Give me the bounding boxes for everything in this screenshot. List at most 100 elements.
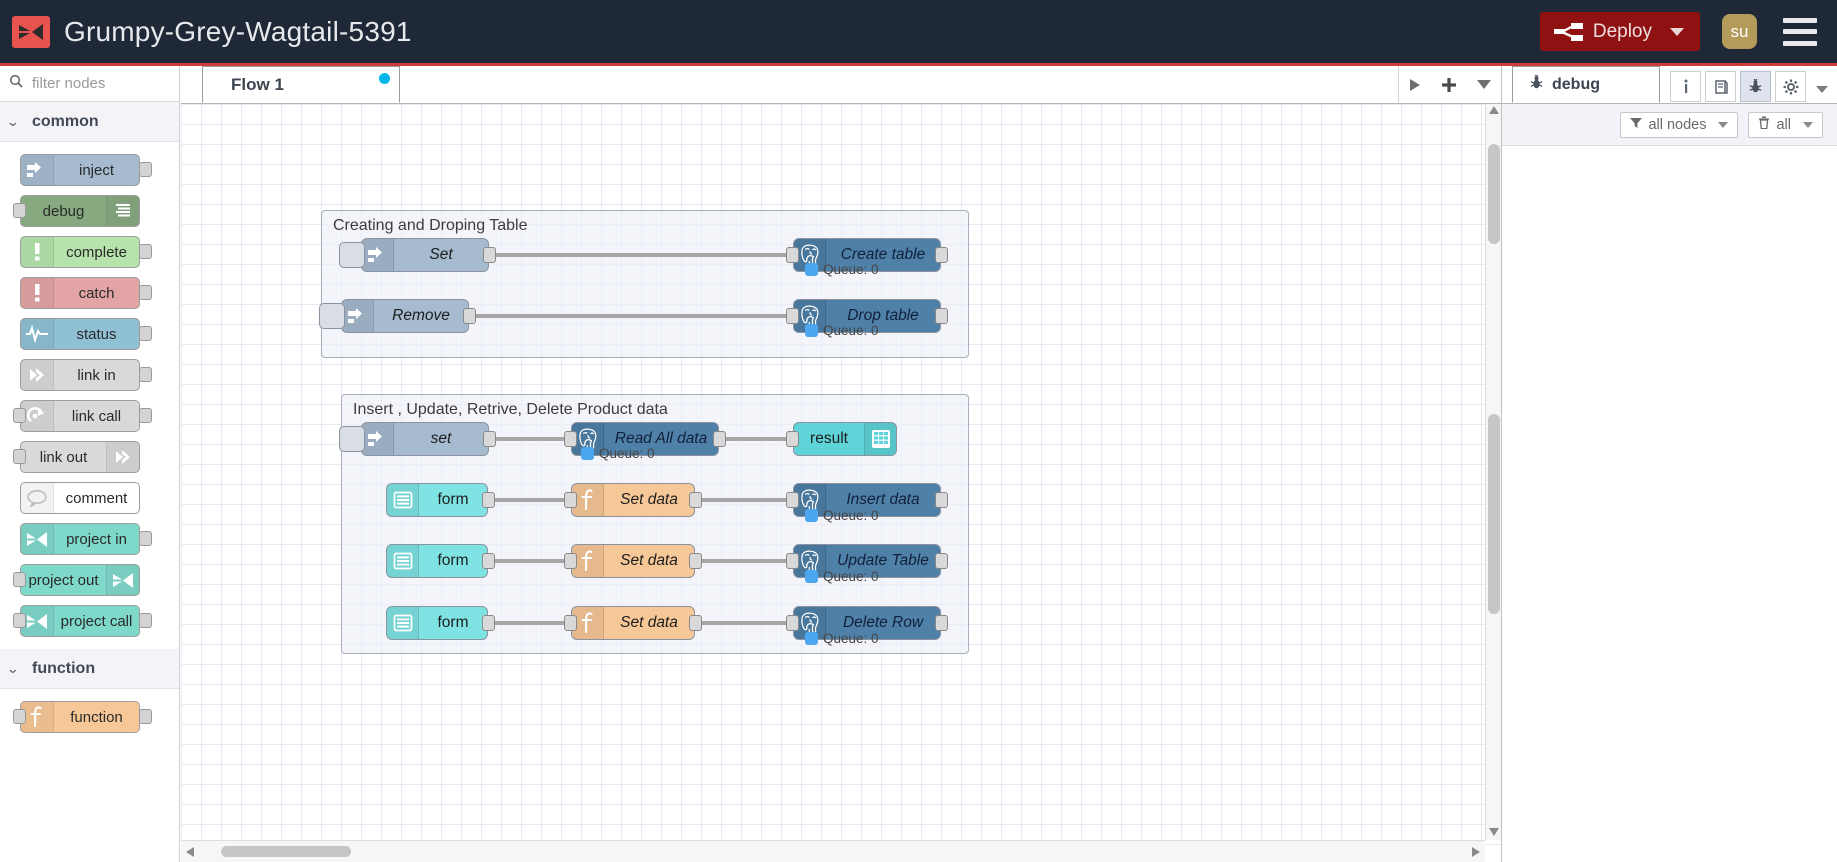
config-tab-button[interactable]: [1775, 71, 1806, 102]
flow-menu-chevron-down-icon[interactable]: [1477, 80, 1491, 89]
palette-category-function[interactable]: ⌄function: [0, 649, 179, 689]
flow-node-port-out[interactable]: [483, 431, 496, 447]
palette-node-port-in[interactable]: [13, 408, 26, 423]
palette-node-port-in[interactable]: [13, 449, 26, 464]
flow-node-delete-row[interactable]: Delete Row: [793, 606, 941, 640]
palette-node-port-out[interactable]: [139, 367, 152, 382]
palette-node-project-in[interactable]: project in: [20, 523, 140, 555]
palette-node-debug[interactable]: debug: [20, 195, 140, 227]
flow-node-form[interactable]: form: [386, 483, 488, 517]
flow-node-port-out[interactable]: [935, 247, 948, 263]
flow-node-remove[interactable]: Remove: [341, 299, 469, 333]
flow-node-set-data[interactable]: Set data: [571, 544, 695, 578]
flow-wire[interactable]: [488, 498, 571, 502]
flow-node-set[interactable]: Set: [361, 238, 489, 272]
palette-node-inject[interactable]: inject: [20, 154, 140, 186]
help-tab-button[interactable]: [1705, 71, 1736, 102]
flow-node-port-in[interactable]: [564, 431, 577, 447]
flow-node-port-in[interactable]: [786, 431, 799, 447]
flow-wire[interactable]: [695, 621, 793, 625]
flow-node-port-in[interactable]: [786, 247, 799, 263]
inject-trigger-button[interactable]: [339, 242, 365, 268]
canvas-vertical-scrollbar[interactable]: [1485, 104, 1501, 840]
canvas-hscroll-thumb[interactable]: [221, 846, 351, 857]
flow-wire[interactable]: [469, 314, 793, 318]
flow-wire[interactable]: [695, 559, 793, 563]
debug-message-list[interactable]: [1502, 148, 1837, 862]
deploy-button[interactable]: Deploy: [1539, 12, 1700, 51]
flow-node-insert-data[interactable]: Insert data: [793, 483, 941, 517]
clear-log-dropdown[interactable]: all: [1748, 111, 1823, 138]
flow-node-port-out[interactable]: [713, 431, 726, 447]
palette-node-status[interactable]: status: [20, 318, 140, 350]
tab-flow-1[interactable]: Flow 1: [202, 66, 400, 103]
palette-node-link-in[interactable]: link in: [20, 359, 140, 391]
chevron-down-icon[interactable]: [1670, 27, 1684, 36]
flow-node-set[interactable]: set: [361, 422, 489, 456]
flow-wire[interactable]: [719, 437, 793, 441]
flow-wire[interactable]: [489, 437, 571, 441]
tab-debug[interactable]: debug: [1512, 66, 1660, 103]
flow-node-port-in[interactable]: [564, 553, 577, 569]
palette-node-link-out[interactable]: link out: [20, 441, 140, 473]
flow-group[interactable]: Creating and Droping Table: [321, 210, 969, 358]
plus-icon[interactable]: [1441, 77, 1457, 93]
flow-node-port-out[interactable]: [482, 492, 495, 508]
palette-category-common[interactable]: ⌄common: [0, 102, 179, 142]
info-tab-button[interactable]: [1670, 71, 1701, 102]
palette-node-port-in[interactable]: [13, 203, 26, 218]
palette-node-link-call[interactable]: link call: [20, 400, 140, 432]
palette-node-port-out[interactable]: [139, 326, 152, 341]
flow-wire[interactable]: [488, 621, 571, 625]
debug-tab-button[interactable]: [1740, 71, 1771, 102]
palette-node-project-out[interactable]: project out: [20, 564, 140, 596]
flow-node-form[interactable]: form: [386, 606, 488, 640]
palette-node-port-out[interactable]: [139, 531, 152, 546]
flow-node-port-in[interactable]: [786, 553, 799, 569]
flow-node-set-data[interactable]: Set data: [571, 606, 695, 640]
palette-node-port-in[interactable]: [13, 709, 26, 724]
flow-node-port-out[interactable]: [689, 492, 702, 508]
avatar[interactable]: su: [1722, 14, 1757, 49]
flow-wire[interactable]: [488, 559, 571, 563]
flow-node-port-out[interactable]: [482, 553, 495, 569]
palette-node-port-in[interactable]: [13, 572, 26, 587]
flow-wire[interactable]: [489, 253, 793, 257]
palette-node-port-out[interactable]: [139, 408, 152, 423]
hamburger-menu-icon[interactable]: [1783, 17, 1817, 46]
palette-node-catch[interactable]: catch: [20, 277, 140, 309]
flow-node-port-out[interactable]: [463, 308, 476, 324]
flow-wire[interactable]: [695, 498, 793, 502]
node-filter-dropdown[interactable]: all nodes: [1620, 111, 1739, 138]
flow-node-port-out[interactable]: [935, 615, 948, 631]
flow-node-read-all-data[interactable]: Read All data: [571, 422, 719, 456]
canvas-vscroll-thumb-upper[interactable]: [1488, 144, 1500, 244]
scroll-right-arrow-icon[interactable]: [1472, 847, 1480, 857]
palette-node-port-out[interactable]: [139, 613, 152, 628]
scroll-left-arrow-icon[interactable]: [186, 847, 194, 857]
sidebar-more-chevron-down-icon[interactable]: [1816, 86, 1828, 93]
palette-node-function[interactable]: function: [20, 701, 140, 733]
canvas-horizontal-scrollbar[interactable]: [181, 840, 1485, 862]
search-input[interactable]: [30, 74, 160, 93]
palette-node-complete[interactable]: complete: [20, 236, 140, 268]
flow-node-port-in[interactable]: [786, 308, 799, 324]
flow-node-port-out[interactable]: [935, 308, 948, 324]
palette-node-comment[interactable]: comment: [20, 482, 140, 514]
flow-node-set-data[interactable]: Set data: [571, 483, 695, 517]
flow-node-port-out[interactable]: [689, 615, 702, 631]
scroll-down-arrow-icon[interactable]: [1489, 828, 1499, 836]
flow-node-result[interactable]: result: [793, 422, 897, 456]
inject-trigger-button[interactable]: [319, 303, 345, 329]
flow-node-port-out[interactable]: [935, 553, 948, 569]
palette-node-port-out[interactable]: [139, 285, 152, 300]
flow-node-port-out[interactable]: [483, 247, 496, 263]
flow-node-port-out[interactable]: [689, 553, 702, 569]
canvas-vscroll-thumb-lower[interactable]: [1488, 414, 1500, 614]
play-icon[interactable]: [1409, 78, 1421, 92]
flow-node-port-in[interactable]: [786, 615, 799, 631]
flow-node-port-in[interactable]: [564, 492, 577, 508]
palette-node-port-out[interactable]: [139, 162, 152, 177]
flow-node-drop-table[interactable]: Drop table: [793, 299, 941, 333]
